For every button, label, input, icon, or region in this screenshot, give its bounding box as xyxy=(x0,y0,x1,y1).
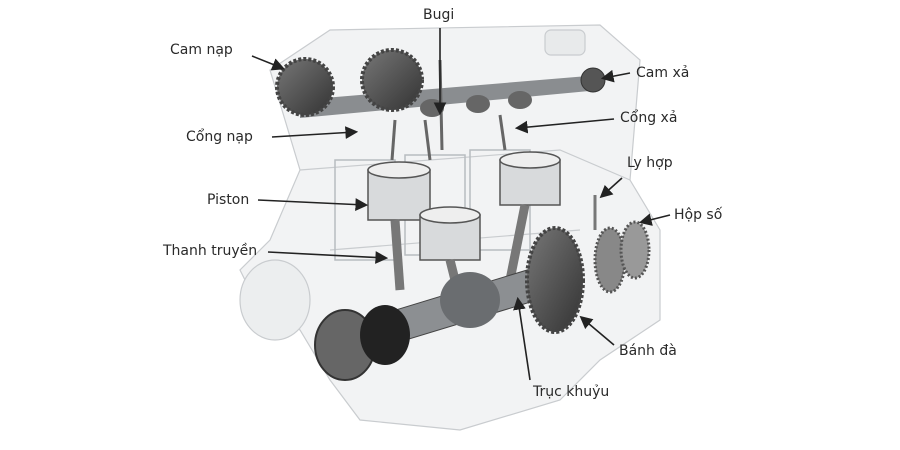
label-bugi: Bugi xyxy=(423,7,455,23)
label-piston: Piston xyxy=(207,192,250,208)
label-cong-nap: Cổng nạp xyxy=(186,129,253,145)
label-truc-khuyu: Trục khuỷu xyxy=(533,384,610,400)
crankshaft xyxy=(314,259,571,381)
camshafts xyxy=(275,48,606,118)
label-cam-nap: Cam nạp xyxy=(170,42,233,58)
leader-lines xyxy=(251,28,671,381)
label-ly-hop: Ly hợp xyxy=(627,155,673,171)
label-cam-xa: Cam xả xyxy=(636,65,690,81)
label-cong-xa: Cổng xả xyxy=(620,110,678,126)
flywheel-gearbox xyxy=(525,195,651,334)
label-banh-da: Bánh đà xyxy=(619,343,677,359)
label-thanh-truyen: Thanh truyền xyxy=(163,243,258,259)
pistons xyxy=(367,151,561,261)
label-hop-so: Hộp số xyxy=(674,207,723,223)
